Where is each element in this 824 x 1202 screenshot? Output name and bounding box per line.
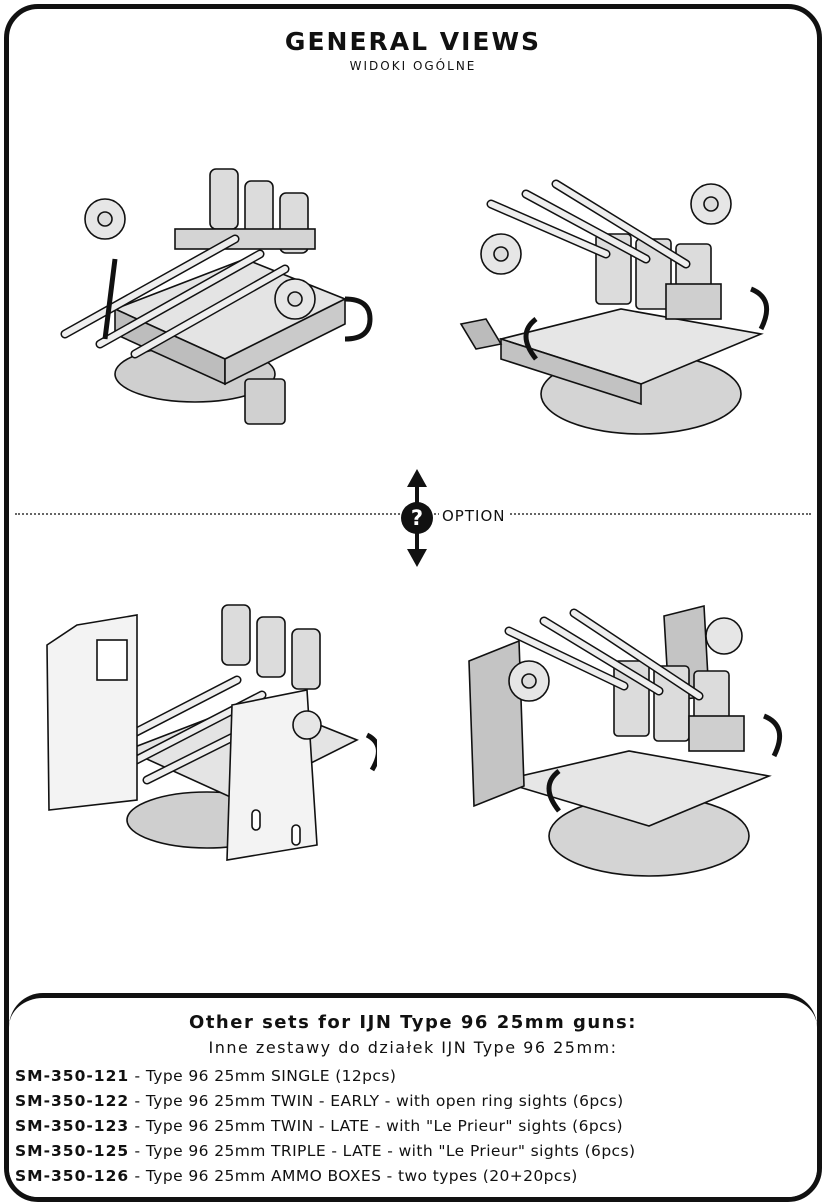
view-bottom-left-rear xyxy=(37,585,381,885)
page-subtitle: WIDOKI OGÓLNE xyxy=(349,59,477,73)
set-description: - Type 96 25mm TWIN - LATE - with "Le Pr… xyxy=(129,1117,623,1135)
set-description: - Type 96 25mm TWIN - EARLY - with open … xyxy=(129,1092,624,1110)
set-description: - Type 96 25mm TRIPLE - LATE - with "Le … xyxy=(129,1142,636,1160)
list-item: SM-350-121 - Type 96 25mm SINGLE (12pcs) xyxy=(15,1064,815,1089)
view-top-left-rear xyxy=(45,149,385,449)
set-code: SM-350-122 xyxy=(15,1092,130,1110)
option-marker: ? OPTION xyxy=(395,467,535,569)
set-code: SM-350-125 xyxy=(15,1142,130,1160)
page-title: GENERAL VIEWS xyxy=(284,27,542,56)
set-code: SM-350-126 xyxy=(15,1167,130,1185)
question-mark-icon xyxy=(401,502,433,534)
set-description: - Type 96 25mm SINGLE (12pcs) xyxy=(129,1067,397,1085)
other-sets-list: SM-350-121 - Type 96 25mm SINGLE (12pcs)… xyxy=(15,1064,815,1189)
view-bottom-right-front xyxy=(449,601,789,901)
other-sets-panel: Other sets for IJN Type 96 25mm guns: In… xyxy=(9,993,817,1197)
svg-text:?: ? xyxy=(411,506,423,530)
list-item: SM-350-122 - Type 96 25mm TWIN - EARLY -… xyxy=(15,1089,815,1114)
set-code: SM-350-121 xyxy=(15,1067,130,1085)
set-code: SM-350-123 xyxy=(15,1117,130,1135)
page-frame: GENERAL VIEWS WIDOKI OGÓLNE xyxy=(4,4,822,1202)
gun-mount-front-illustration xyxy=(459,179,770,435)
list-item: SM-350-123 - Type 96 25mm TWIN - LATE - … xyxy=(15,1114,815,1139)
other-sets-heading: Other sets for IJN Type 96 25mm guns: xyxy=(189,1012,637,1033)
set-description: - Type 96 25mm AMMO BOXES - two types (2… xyxy=(129,1167,578,1185)
double-arrow-icon: ? xyxy=(401,469,433,567)
gun-mount-rear-shielded-illustration xyxy=(46,604,381,861)
view-top-right-front xyxy=(441,159,781,459)
list-item: SM-350-125 - Type 96 25mm TRIPLE - LATE … xyxy=(15,1139,815,1164)
list-item: SM-350-126 - Type 96 25mm AMMO BOXES - t… xyxy=(15,1164,815,1189)
option-label: OPTION xyxy=(439,507,509,525)
gun-mount-rear-illustration xyxy=(60,168,373,425)
other-sets-heading-pl: Inne zestawy do działek IJN Type 96 25mm… xyxy=(208,1038,618,1057)
gun-mount-front-shielded-illustration xyxy=(468,604,783,877)
